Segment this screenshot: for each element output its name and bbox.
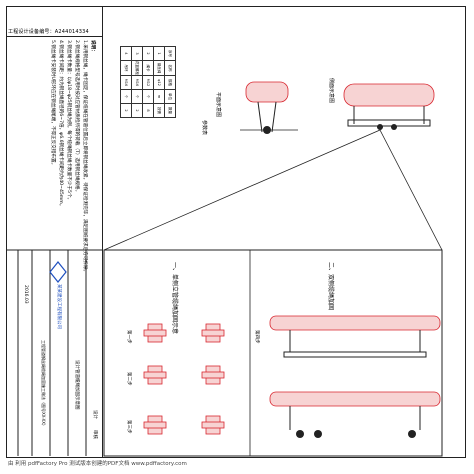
company-name: 某某建设工程有限公司	[56, 284, 61, 329]
drawing-frame	[6, 6, 466, 458]
date: 2016.03	[23, 285, 28, 304]
pipe-step-1	[269, 315, 441, 331]
step-label: 第一步	[126, 330, 131, 344]
projection-line	[379, 129, 443, 251]
top-left-view-label: 平面示意图	[215, 92, 221, 118]
pipe-section-small	[245, 81, 289, 103]
clamp-fitting	[408, 430, 416, 438]
notes-divider	[102, 6, 103, 458]
support-beam	[283, 351, 427, 358]
pipe-cross-symbols	[143, 323, 225, 435]
doc-id: 工程设计设备编号：A244014334	[8, 29, 89, 35]
drawing-title: 设计管道缆绳加固示意图	[74, 360, 79, 410]
clamp-fitting	[296, 430, 304, 438]
clamp-fitting	[377, 124, 383, 130]
hanger-rod	[257, 101, 263, 133]
section-b-label: 二、双侧缆绳加固	[327, 262, 334, 311]
step-label: 第三步	[126, 420, 131, 434]
watermark: 由 利用 pdfFactory Pro 测试版本创建的PDF文档 www.pdf…	[8, 461, 187, 467]
step-label: 第二步	[126, 372, 131, 386]
clamp-fitting	[314, 430, 322, 438]
pipe-step-2	[269, 391, 441, 407]
pipe-section-large	[343, 83, 435, 107]
project-name: 工程管道钢丝绳缆绳加固施工做法（图号XX-XX）	[41, 340, 46, 429]
step-label: 第四步	[254, 330, 259, 344]
projection-line	[103, 129, 381, 251]
support-beam	[347, 119, 431, 127]
top-right-view-label: 侧面示意图	[328, 78, 334, 104]
section-a-label: 一、单侧立管缆绳加固示意	[171, 262, 178, 335]
detail-frame	[103, 249, 443, 457]
drawn-by: 设计	[92, 410, 97, 419]
clamp-fitting	[391, 124, 397, 130]
hanger-rod	[271, 101, 277, 133]
checked-by: 审核	[92, 430, 97, 439]
header-divider	[6, 36, 102, 37]
company-logo	[49, 261, 67, 283]
